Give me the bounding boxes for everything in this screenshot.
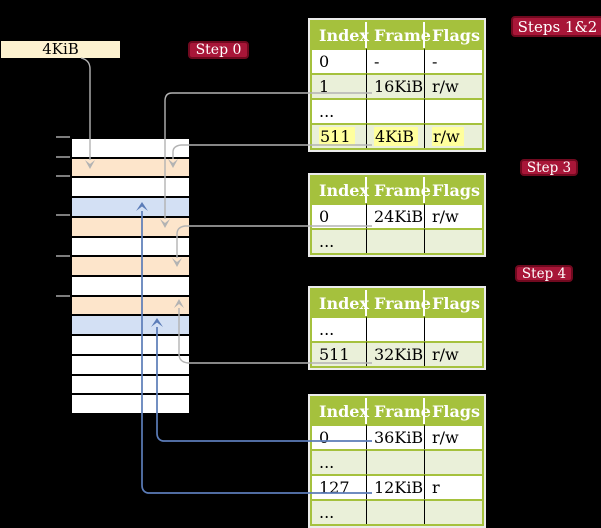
header-frame: Frame <box>367 177 431 203</box>
cell-index: ... <box>312 449 367 474</box>
memory-frame-white <box>72 395 189 414</box>
header-flags: Flags <box>425 290 482 316</box>
memory-frame-blue <box>72 198 189 218</box>
table-header-row: Index Frame Flags <box>312 22 482 48</box>
frame-size-label: 4KiB <box>1 41 120 58</box>
table-header-row: Index Frame Flags <box>312 177 482 203</box>
cell-frame: 36KiB <box>367 424 425 449</box>
table-header-row: Index Frame Flags <box>312 398 482 424</box>
header-frame: Frame <box>367 290 431 316</box>
header-index: Index <box>312 22 369 48</box>
cell-index: 1 <box>312 73 367 98</box>
header-index: Index <box>312 290 369 316</box>
memory-frame-orange <box>72 257 189 278</box>
cell-flags: r/w <box>425 424 482 449</box>
cell-flags: r/w <box>425 123 482 148</box>
highlight: 4KiB <box>374 127 419 146</box>
page-table-step4: Index Frame Flags ... 511 32KiB r/w <box>310 288 484 368</box>
header-flags: Flags <box>425 22 482 48</box>
cell-frame: - <box>367 48 425 73</box>
table-row: 0 24KiB r/w <box>312 203 482 228</box>
memory-frame-blue <box>72 316 189 337</box>
cell-flags <box>425 316 482 341</box>
cell-flags: r/w <box>425 203 482 228</box>
cell-frame <box>367 316 425 341</box>
cell-frame: 32KiB <box>367 341 425 366</box>
header-flags: Flags <box>425 398 482 424</box>
table-row: ... <box>312 316 482 341</box>
cell-index: ... <box>312 98 367 123</box>
table-row: 0 - - <box>312 48 482 73</box>
header-frame: Frame <box>367 398 431 424</box>
cell-flags <box>425 449 482 474</box>
cell-frame: 12KiB <box>367 474 425 499</box>
cell-flags <box>425 98 482 123</box>
highlight: r/w <box>432 127 464 146</box>
page-table-final: Index Frame Flags 0 36KiB r/w ... 127 12… <box>310 396 484 526</box>
tick-mark <box>56 295 70 297</box>
header-flags: Flags <box>425 177 482 203</box>
memory-frame-orange <box>72 217 189 238</box>
cell-frame: 16KiB <box>367 73 425 98</box>
table-row-highlighted: 511 4KiB r/w <box>312 123 482 148</box>
page-table-steps12: Index Frame Flags 0 - - 1 16KiB r/w ... … <box>310 20 484 150</box>
table-row: 511 32KiB r/w <box>312 341 482 366</box>
tick-mark <box>56 255 70 257</box>
cell-flags: - <box>425 48 482 73</box>
table-row: ... <box>312 228 482 253</box>
cell-index: 511 <box>312 341 367 366</box>
cell-flags: r <box>425 474 482 499</box>
table-header-row: Index Frame Flags <box>312 290 482 316</box>
header-index: Index <box>312 398 369 424</box>
cell-index: 0 <box>312 203 367 228</box>
highlight: 511 <box>319 127 355 146</box>
memory-frame-white <box>72 375 189 396</box>
header-frame: Frame <box>367 22 431 48</box>
memory-frame-orange <box>72 296 189 317</box>
cell-index: 0 <box>312 424 367 449</box>
badge-step-0: Step 0 <box>188 41 249 59</box>
cell-index: ... <box>312 316 367 341</box>
memory-frame-white <box>72 277 189 297</box>
cell-frame <box>367 449 425 474</box>
table-row: 0 36KiB r/w <box>312 424 482 449</box>
cell-index: 0 <box>312 48 367 73</box>
badge-step-4: Step 4 <box>515 265 573 282</box>
memory-frame-white <box>72 237 189 258</box>
tick-mark <box>56 136 70 138</box>
memory-frame-white <box>72 336 189 356</box>
cell-flags: r/w <box>425 73 482 98</box>
cell-frame <box>367 499 425 524</box>
badge-steps-1-2: Steps 1&2 <box>511 16 601 37</box>
cell-flags: r/w <box>425 341 482 366</box>
cell-index: 511 <box>312 123 367 148</box>
table-row: ... <box>312 98 482 123</box>
table-row: 127 12KiB r <box>312 474 482 499</box>
memory-frame-white <box>72 178 189 199</box>
cell-frame <box>367 98 425 123</box>
tick-mark <box>56 156 70 158</box>
cell-index: 127 <box>312 474 367 499</box>
cell-frame: 4KiB <box>367 123 425 148</box>
cell-index: ... <box>312 228 367 253</box>
badge-step-3: Step 3 <box>520 159 578 176</box>
table-row: ... <box>312 499 482 524</box>
tick-mark <box>56 214 70 216</box>
cell-flags <box>425 499 482 524</box>
memory-frame-white <box>72 139 189 159</box>
page-table-step3: Index Frame Flags 0 24KiB r/w ... <box>310 175 484 255</box>
memory-frame-orange <box>72 158 189 179</box>
tick-mark <box>56 175 70 177</box>
cell-index: ... <box>312 499 367 524</box>
table-row: 1 16KiB r/w <box>312 73 482 98</box>
physical-memory-column <box>70 137 191 415</box>
cell-frame: 24KiB <box>367 203 425 228</box>
cell-flags <box>425 228 482 253</box>
memory-frame-white <box>72 355 189 376</box>
header-index: Index <box>312 177 369 203</box>
cell-frame <box>367 228 425 253</box>
table-row: ... <box>312 449 482 474</box>
